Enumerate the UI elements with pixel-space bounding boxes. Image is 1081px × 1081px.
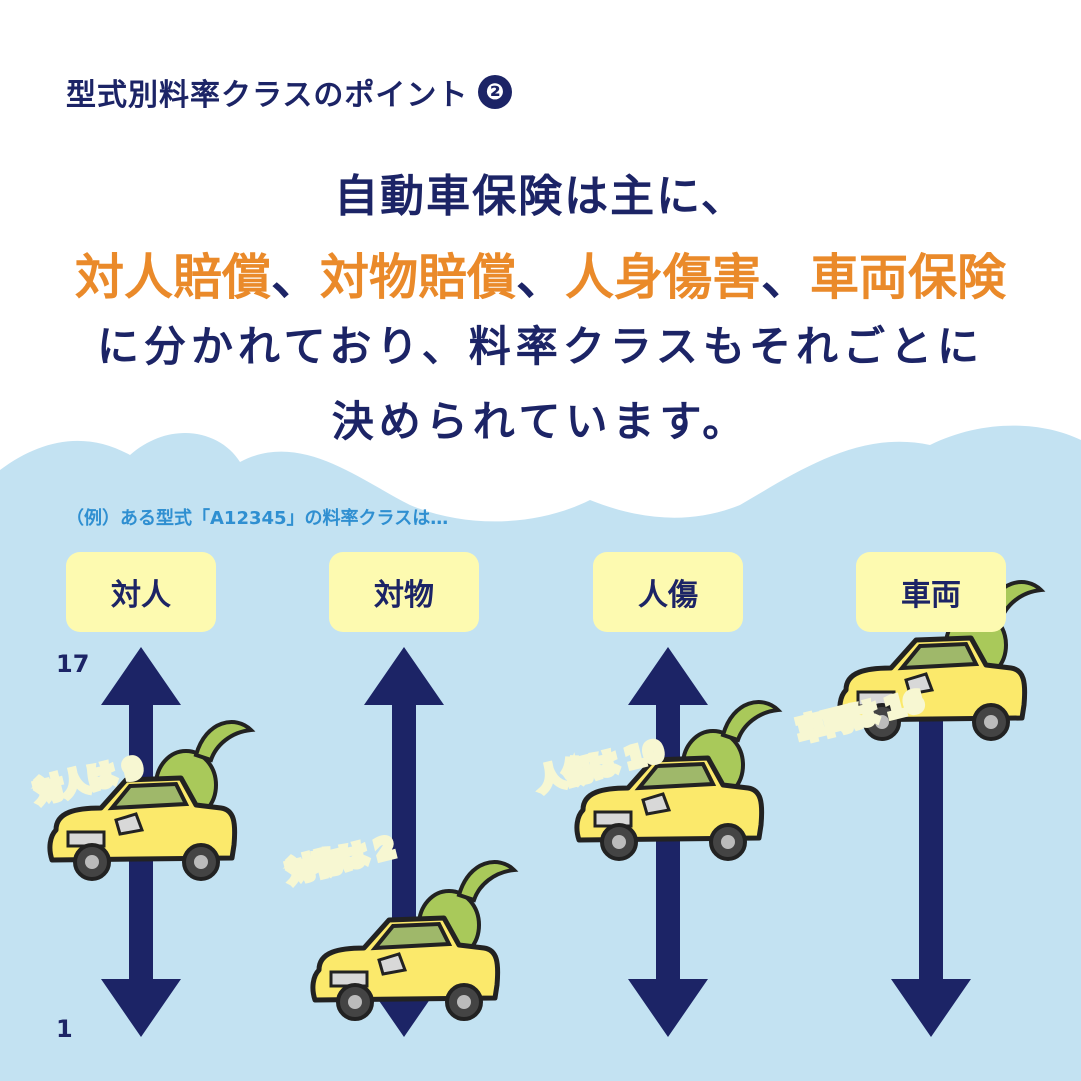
category-label-vehicle: 車両 (856, 552, 1006, 632)
comma: 、 (270, 249, 320, 306)
category-label-bodily: 対人 (66, 552, 216, 632)
axis-min-label: 1 (56, 1015, 73, 1043)
heading-text: 型式別料率クラスのポイント (66, 78, 469, 113)
message-line-1: 自動車保険は主に、 (334, 171, 747, 222)
coverage-personal-injury: 人身傷害 (565, 249, 762, 306)
car-with-bird-icon-personal (574, 700, 783, 861)
car-with-bird-icon-property (310, 860, 519, 1021)
double-arrow-icon-personal (628, 647, 708, 1037)
axis-max-label: 17 (56, 650, 90, 678)
message-line-3: に分かれており、料率クラスもそれごとに (96, 322, 985, 371)
comma: 、 (515, 249, 565, 306)
section-heading: 型式別料率クラスのポイント ❷ (66, 70, 513, 114)
double-arrow-icon-property (364, 647, 444, 1037)
cloud-sky-background (0, 425, 1081, 1081)
message-line-4: 決められています。 (331, 397, 750, 446)
coverage-property-damage: 対物賠償 (319, 249, 516, 306)
message-line-2: 対人賠償、対物賠償、人身傷害、車両保険 (0, 238, 1081, 309)
coverage-bodily-injury: 対人賠償 (74, 249, 271, 306)
category-label-personal: 人傷 (593, 552, 743, 632)
coverage-vehicle: 車両保険 (810, 249, 1007, 306)
example-caption: （例）ある型式「A12345」の料率クラスは… (66, 508, 449, 529)
category-label-property: 対物 (329, 552, 479, 632)
badge-number-icon: ❷ (478, 75, 513, 109)
car-with-bird-icon-bodily (47, 720, 256, 881)
double-arrow-icon-vehicle (891, 647, 971, 1037)
comma: 、 (761, 249, 811, 306)
